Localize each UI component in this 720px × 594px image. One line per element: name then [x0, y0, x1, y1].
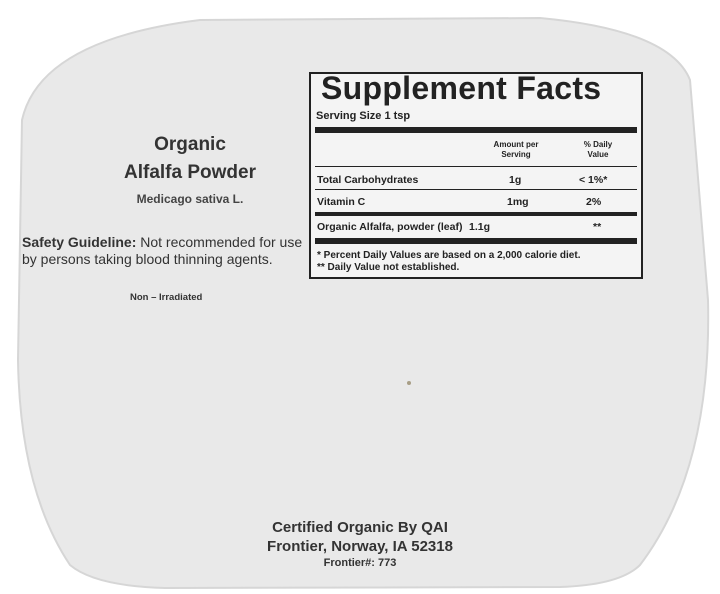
thick-rule — [315, 238, 637, 244]
footnote-daily-values: * Percent Daily Values are based on a 2,… — [317, 250, 581, 261]
safety-guideline: Safety Guideline: Not recommended for us… — [22, 234, 312, 268]
supplement-facts-panel: Supplement Facts Serving Size 1 tsp Amou… — [309, 70, 643, 279]
row-name: Vitamin C — [317, 196, 366, 208]
safety-text: Not recommended for use by persons takin… — [22, 234, 303, 267]
row-daily-value: 2% — [586, 196, 602, 208]
non-irradiated: Non – Irradiated — [130, 292, 203, 303]
row-daily-value: ** — [593, 221, 602, 233]
product-name-line2: Alfalfa Powder — [124, 162, 256, 183]
row-amount: 1mg — [507, 196, 529, 208]
medium-rule — [315, 212, 637, 216]
certification: Certified Organic By QAI — [272, 519, 448, 536]
manufacturer-address: Frontier, Norway, IA 52318 — [267, 538, 453, 555]
safety-heading: Safety Guideline: — [22, 234, 137, 250]
speck — [407, 381, 411, 385]
row-daily-value: < 1%* — [579, 174, 608, 186]
row-name: Organic Alfalfa, powder (leaf) — [317, 221, 463, 233]
thick-rule — [315, 127, 637, 133]
col-header-daily-value: % Daily Value — [583, 140, 613, 159]
footnote-not-established: ** Daily Value not established. — [317, 262, 460, 273]
row-name: Total Carbohydrates — [317, 174, 419, 186]
frontier-number: Frontier#: 773 — [323, 557, 397, 569]
serving-size: Serving Size 1 tsp — [316, 110, 411, 122]
row-amount: 1.1g — [469, 221, 491, 233]
row-rule — [315, 166, 637, 167]
latin-name: Medicago sativa L. — [136, 192, 244, 206]
supplement-facts-title: Supplement Facts — [321, 70, 602, 106]
product-name-line1: Organic — [154, 134, 226, 155]
row-amount: 1g — [509, 174, 522, 186]
col-header-amount: Amount per Serving — [493, 140, 539, 159]
row-rule — [315, 189, 637, 190]
